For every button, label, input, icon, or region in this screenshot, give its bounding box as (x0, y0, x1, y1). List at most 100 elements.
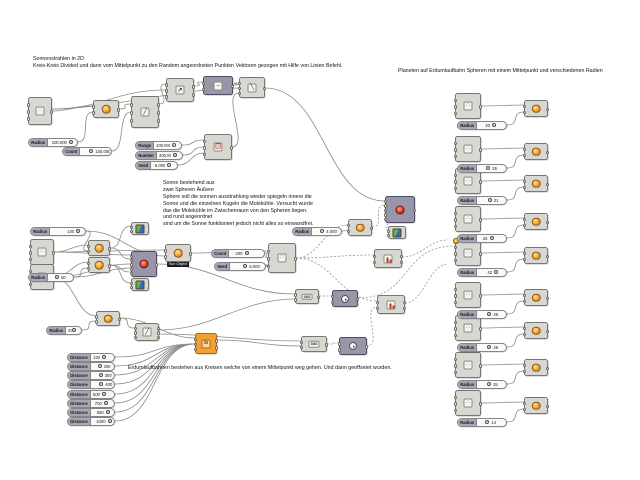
input-port[interactable] (454, 333, 458, 338)
output-port[interactable] (369, 226, 373, 231)
input-port[interactable] (523, 407, 527, 412)
node-circle-orbit[interactable] (95, 311, 121, 326)
output-port[interactable] (478, 294, 482, 298)
input-port[interactable] (294, 298, 298, 302)
input-port[interactable] (454, 245, 458, 250)
input-port[interactable] (130, 119, 134, 123)
input-port[interactable] (194, 337, 198, 341)
node-display-888-a[interactable] (294, 289, 320, 304)
node-sphere-planet-8[interactable] (523, 359, 549, 376)
input-port[interactable] (294, 293, 298, 297)
slider-grip[interactable] (68, 140, 73, 145)
input-port[interactable] (203, 139, 207, 144)
output-port[interactable] (156, 119, 160, 123)
node-sphere-planet-6[interactable] (523, 289, 549, 306)
input-port[interactable] (454, 395, 458, 400)
input-port[interactable] (454, 252, 458, 256)
node-vector-2pt[interactable] (165, 78, 195, 102)
slider-grip[interactable] (76, 229, 81, 234)
input-port[interactable] (29, 257, 33, 262)
input-port[interactable] (454, 211, 458, 216)
input-port[interactable] (130, 229, 134, 234)
output-port[interactable] (214, 346, 218, 350)
input-port[interactable] (202, 81, 206, 86)
input-port[interactable] (454, 186, 458, 191)
input-port[interactable] (454, 105, 458, 109)
input-port[interactable] (376, 306, 380, 311)
output-port[interactable] (229, 146, 233, 150)
output-port[interactable] (191, 93, 195, 97)
input-port[interactable] (373, 254, 377, 259)
node-construct-point-planet-5[interactable] (453, 238, 482, 266)
input-port[interactable] (194, 348, 198, 352)
input-port[interactable] (29, 244, 33, 249)
input-port[interactable] (454, 300, 458, 305)
node-construct-point-planet-9[interactable] (454, 390, 482, 416)
output-port[interactable] (49, 110, 53, 114)
input-port[interactable] (95, 320, 99, 324)
slider-grip[interactable] (172, 143, 177, 148)
input-port[interactable] (92, 105, 96, 109)
output-port[interactable] (545, 220, 549, 225)
output-port[interactable] (364, 345, 368, 349)
input-port[interactable] (454, 218, 458, 222)
input-port[interactable] (27, 103, 31, 107)
output-port[interactable] (107, 264, 111, 268)
input-port[interactable] (130, 254, 134, 259)
node-populate-3d-selected[interactable] (384, 196, 416, 223)
slider-grip[interactable] (243, 264, 248, 269)
node-construct-point-planet-6[interactable] (454, 282, 482, 308)
node-custom-preview-1[interactable] (130, 222, 149, 235)
input-port[interactable] (194, 342, 198, 347)
slider-grip[interactable] (103, 401, 108, 406)
input-port[interactable] (523, 332, 527, 337)
output-port[interactable] (117, 317, 121, 322)
input-port[interactable] (523, 257, 527, 262)
slider-grip[interactable] (105, 410, 110, 415)
node-custom-preview-2[interactable] (130, 278, 149, 291)
input-port[interactable] (87, 249, 91, 254)
output-port[interactable] (545, 254, 549, 259)
slider-grip[interactable] (487, 345, 492, 350)
slider-grip[interactable] (485, 420, 490, 425)
output-port[interactable] (399, 260, 403, 265)
input-port[interactable] (134, 335, 138, 340)
input-port[interactable] (384, 204, 388, 208)
output-port[interactable] (478, 364, 482, 368)
node-custom-preview-3[interactable] (387, 226, 406, 239)
output-port[interactable] (545, 296, 549, 301)
input-port[interactable] (454, 258, 458, 263)
input-port[interactable] (203, 146, 207, 150)
input-port[interactable] (347, 229, 351, 234)
output-port[interactable] (230, 84, 234, 89)
slider-grip[interactable] (173, 153, 178, 158)
input-port[interactable] (523, 147, 527, 152)
output-port[interactable] (156, 326, 160, 331)
slider-grip[interactable] (101, 392, 106, 397)
input-port[interactable] (165, 89, 169, 93)
input-port[interactable] (267, 249, 271, 254)
output-port[interactable] (316, 295, 320, 300)
slider-grip[interactable] (244, 251, 249, 256)
output-port[interactable] (402, 300, 406, 305)
slider-grip[interactable] (107, 419, 112, 424)
output-port[interactable] (478, 252, 482, 256)
node-sphere-planet-7[interactable] (523, 322, 549, 339)
input-port[interactable] (523, 363, 527, 368)
node-move-selected[interactable] (202, 76, 234, 95)
input-port[interactable] (238, 92, 242, 96)
input-port[interactable] (130, 111, 134, 115)
node-sun-object-sphere[interactable]: Sun Object (164, 244, 192, 268)
